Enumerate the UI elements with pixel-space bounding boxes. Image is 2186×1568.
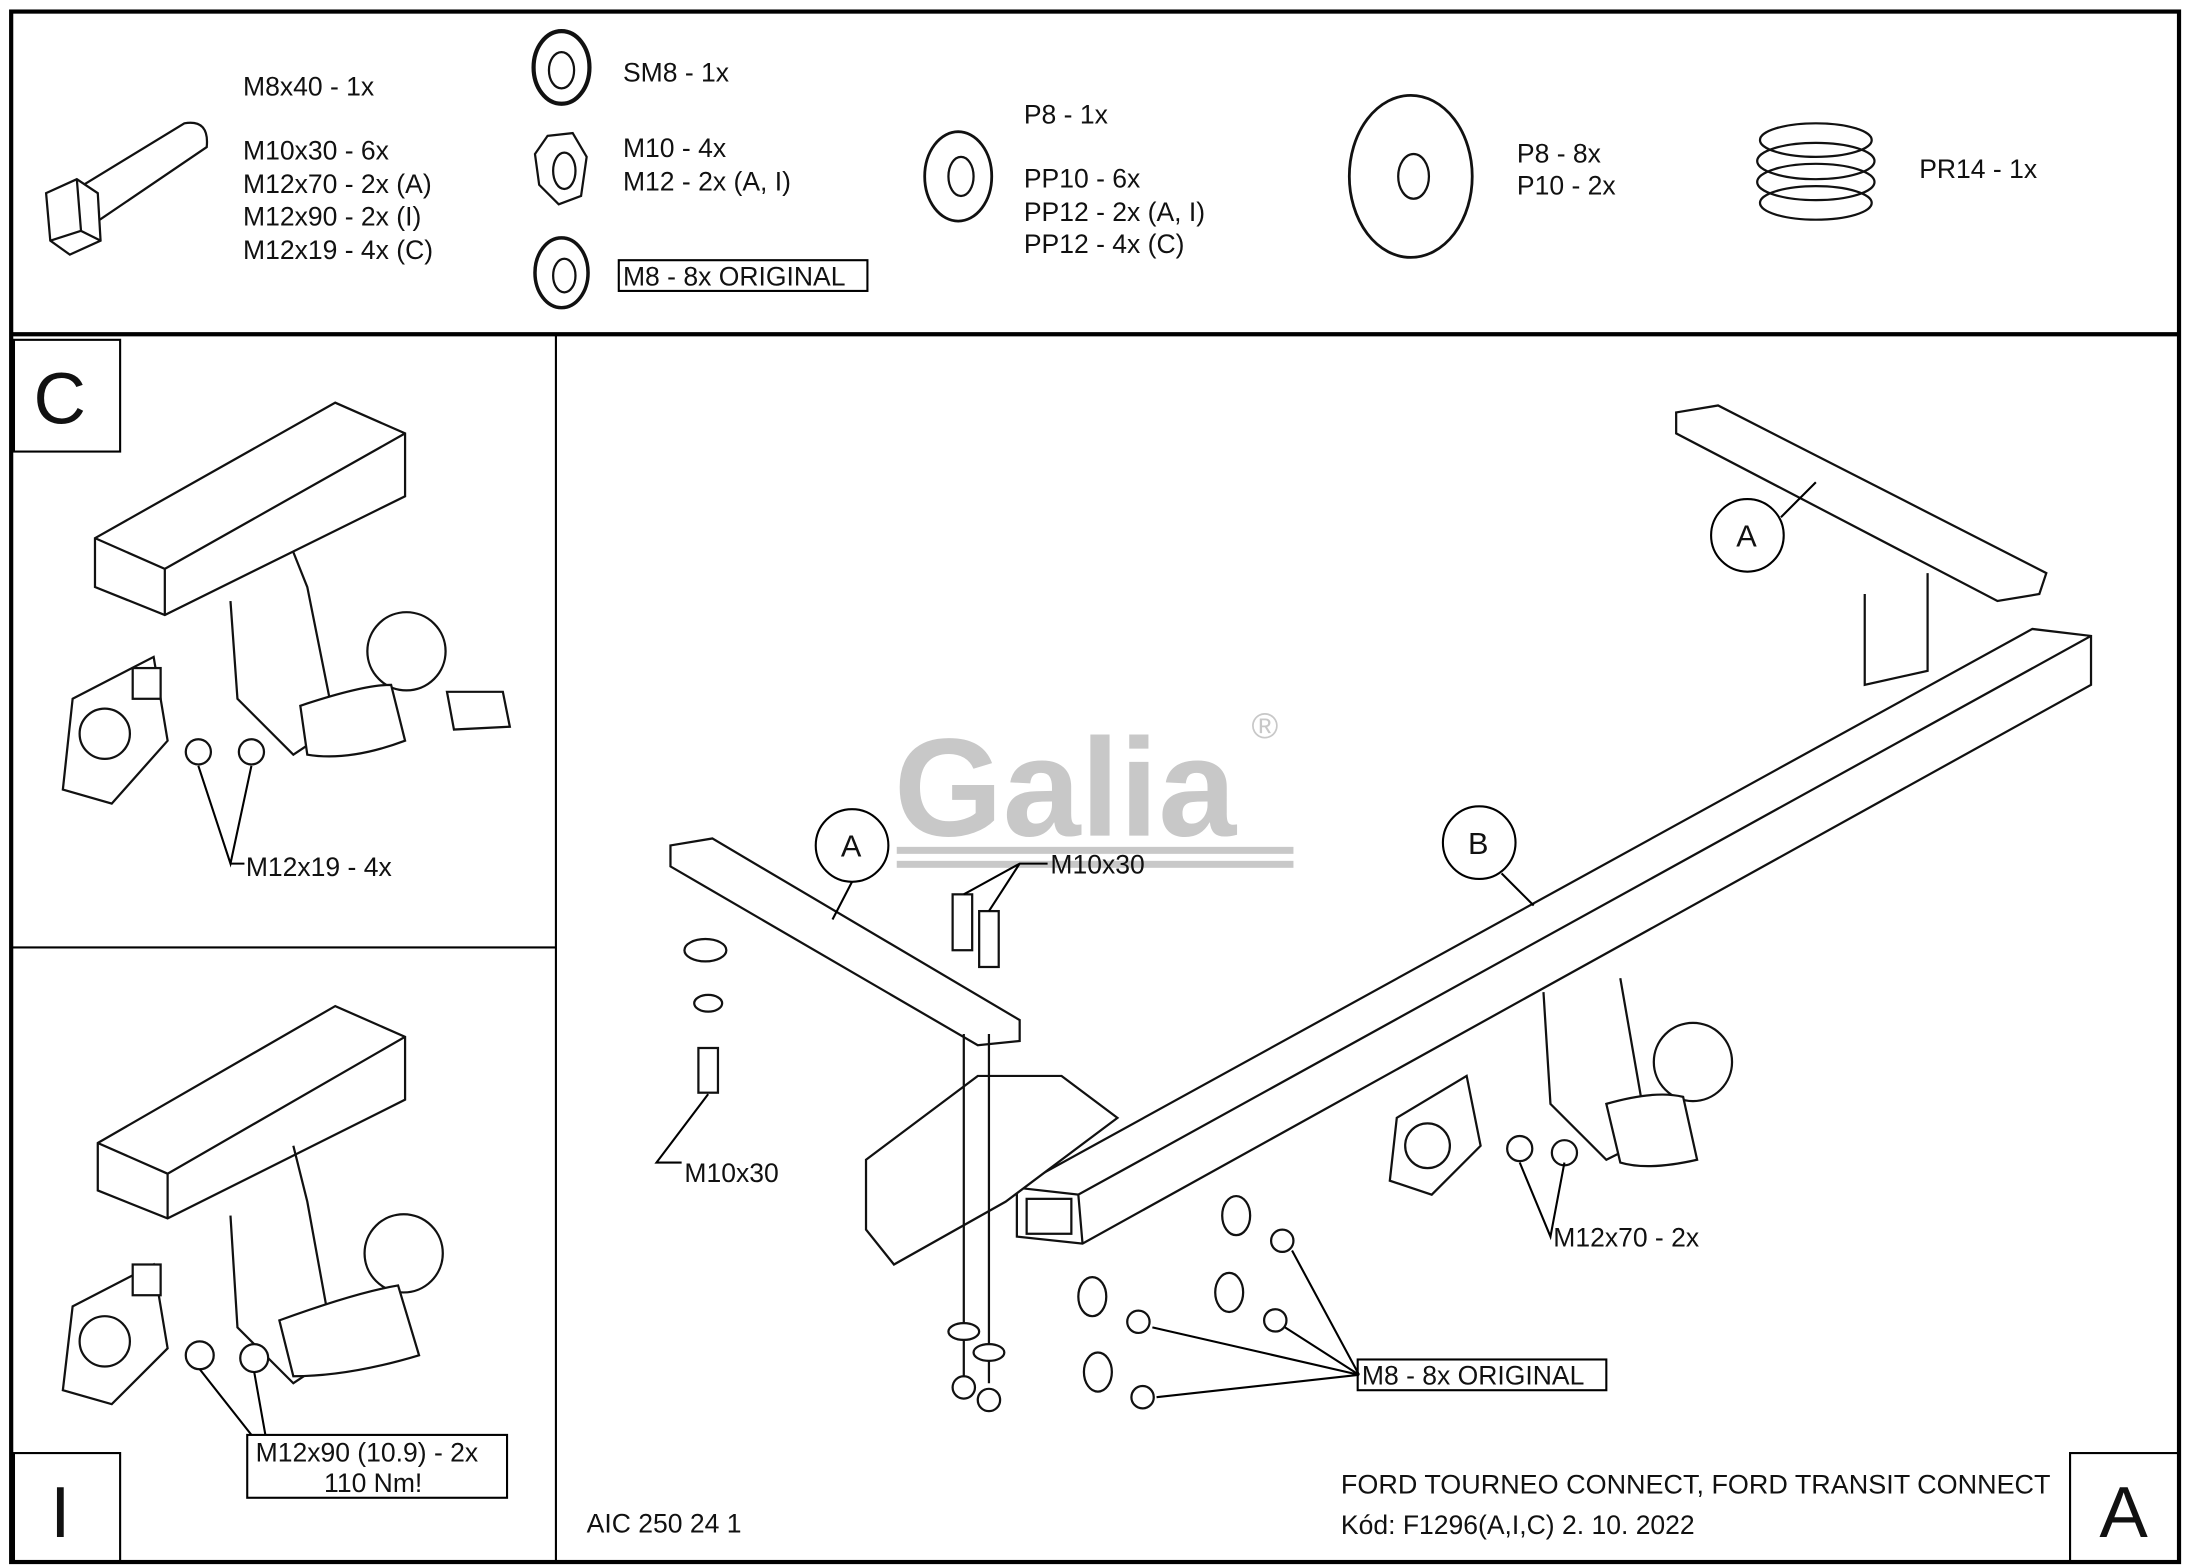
hex-nut-icon <box>533 131 588 206</box>
callout-label: M12x19 - 4x <box>246 852 392 882</box>
part-label: M12x70 - 2x (A) <box>243 169 432 199</box>
crossbar-drawing <box>669 404 2093 1413</box>
view-letter-box <box>2069 1452 2181 1564</box>
flange-nut-icon <box>533 236 590 310</box>
leader-line <box>654 1093 710 1164</box>
crossbar-label: B <box>1468 826 1489 861</box>
leader-line <box>1518 1162 1566 1241</box>
spring-icon <box>1756 122 1876 221</box>
view-letter-box <box>12 1452 122 1564</box>
part-label: P8 - 8x <box>1517 138 1601 168</box>
nut-callout: M8 - 8x ORIGINAL <box>1362 1361 1584 1391</box>
view-letter: A <box>2099 1472 2148 1553</box>
washer-small-icon <box>923 130 994 223</box>
towbar-drawing <box>61 401 512 805</box>
view-i: I M12x90 (10.9) - 2x 110 Nm! <box>12 1004 509 1564</box>
part-label: PP10 - 6x <box>1024 164 1140 194</box>
bracket-label: A <box>841 829 862 864</box>
part-label: P8 - 1x <box>1024 99 1108 129</box>
bracket-label: A <box>1736 519 1757 554</box>
leader-line <box>1152 1250 1361 1399</box>
washer-large-icon <box>1347 93 1474 259</box>
part-label: PP12 - 2x (A, I) <box>1024 197 1205 227</box>
galia-logo: Galia <box>894 710 1238 866</box>
aic-code: AIC 250 24 1 <box>587 1509 742 1539</box>
part-label: SM8 - 1x <box>623 57 729 87</box>
bolt-callout: M10x30 <box>684 1158 778 1188</box>
part-label: M10 - 4x <box>623 133 726 163</box>
view-letter-box <box>12 338 122 453</box>
part-label: M8x40 - 1x <box>243 71 374 101</box>
view-letter: I <box>50 1472 70 1553</box>
locknut-icon <box>531 29 592 106</box>
part-label: M12x90 - 2x (I) <box>243 201 421 231</box>
label-circle <box>1710 498 1785 573</box>
callout-label: M12x90 (10.9) - 2x <box>256 1437 479 1467</box>
product-code: Kód: F1296(A,I,C) 2. 10. 2022 <box>1341 1510 1695 1540</box>
part-label: M12 - 2x (A, I) <box>623 166 791 196</box>
logo-underline <box>896 860 1294 868</box>
original-box <box>617 259 869 292</box>
registered-mark: ® <box>1252 705 1279 746</box>
drawing-frame <box>9 9 2182 1565</box>
main-view: Galia ® <box>587 404 2181 1564</box>
leader-line <box>831 881 853 920</box>
part-label: M12x19 - 4x (C) <box>243 235 433 265</box>
part-label: PP12 - 4x (C) <box>1024 229 1185 259</box>
part-label: M10x30 - 6x <box>243 136 389 166</box>
view-c: C M12x19 - 4x <box>12 338 512 882</box>
parts-list: M8x40 - 1x M10x30 - 6x M12x70 - 2x (A) M… <box>44 29 2037 310</box>
label-circle <box>1441 805 1517 881</box>
view-letter: C <box>34 359 86 440</box>
leader-line <box>1780 481 1817 518</box>
part-label: PR14 - 1x <box>1919 154 2037 184</box>
leader-line <box>963 862 1048 912</box>
callout-box <box>246 1433 509 1499</box>
vehicle-title: FORD TOURNEO CONNECT, FORD TRANSIT CONNE… <box>1341 1470 2051 1500</box>
bolt-icon <box>44 121 209 256</box>
towbar-drawing <box>61 1004 444 1406</box>
part-label: M8 - 8x ORIGINAL <box>623 261 845 291</box>
ball-callout: M12x70 - 2x <box>1553 1222 1699 1252</box>
logo-underline <box>896 846 1294 854</box>
bolt-callout: M10x30 <box>1050 849 1144 879</box>
leader-line <box>198 1368 267 1436</box>
part-label: P10 - 2x <box>1517 171 1616 201</box>
torque-label: 110 Nm! <box>324 1468 422 1498</box>
leader-line <box>1500 872 1535 907</box>
leader-line <box>197 765 253 868</box>
original-box <box>1356 1358 1608 1392</box>
